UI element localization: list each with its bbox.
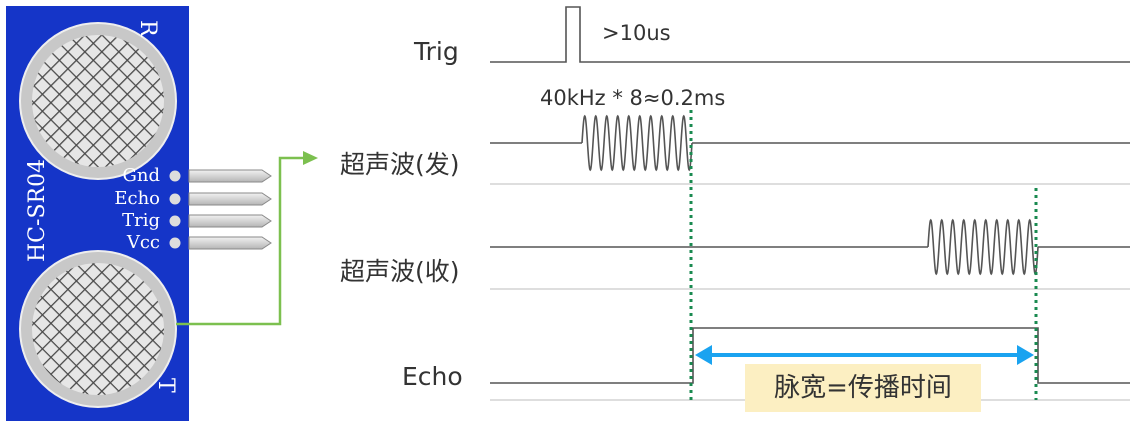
- pin-dot-gnd: [169, 170, 181, 182]
- ultrasonic-rx-burst: [927, 218, 1039, 276]
- connector-wire-line: [176, 156, 310, 326]
- pulse-width-highlight: [745, 364, 981, 412]
- pin-dot-echo: [169, 193, 181, 205]
- pin-dot-vcc: [169, 237, 181, 249]
- board-mark-t: T: [153, 378, 178, 393]
- header-pin-vcc: [188, 236, 272, 250]
- pulse-width-arrowhead-left: [695, 345, 712, 365]
- connector-arrowhead: [303, 151, 318, 165]
- transducer-receiver-mesh: [32, 35, 164, 167]
- connector-wire: [176, 151, 318, 326]
- pin-dots: [169, 170, 181, 249]
- annotation-trig-pulse: >10us: [602, 21, 671, 45]
- echo-waveform: [490, 327, 1130, 384]
- signal-label-trig: Trig: [414, 37, 459, 66]
- header-pin-trig: [188, 214, 272, 228]
- pin-dot-trig: [169, 215, 181, 227]
- signal-label-ultrasonic-rx: 超声波(收): [340, 257, 460, 286]
- ultrasonic-tx-burst: [581, 114, 693, 172]
- annotation-pulse-width: 脉宽=传播时间: [774, 373, 952, 403]
- pulse-width-arrow: [695, 345, 1034, 365]
- hc-sr04-module: [6, 6, 189, 421]
- pulse-width-arrowhead-right: [1017, 345, 1034, 365]
- header-pins: [188, 169, 272, 250]
- signal-label-echo: Echo: [402, 362, 463, 391]
- annotation-burst: 40kHz * 8≈0.2ms: [540, 86, 726, 110]
- pin-label-gnd: Gnd: [122, 165, 161, 186]
- board-mark-r: R: [135, 20, 160, 37]
- pin-label-vcc: Vcc: [126, 232, 160, 253]
- board-model-label: HC-SR04: [25, 158, 50, 262]
- pin-label-echo: Echo: [114, 188, 160, 209]
- transducer-transmitter-mesh: [32, 263, 164, 395]
- pin-label-trig: Trig: [122, 210, 160, 231]
- header-pin-echo: [188, 192, 272, 206]
- signal-label-ultrasonic-tx: 超声波(发): [340, 150, 460, 179]
- header-pin-gnd: [188, 169, 272, 183]
- trig-waveform: [490, 6, 1130, 63]
